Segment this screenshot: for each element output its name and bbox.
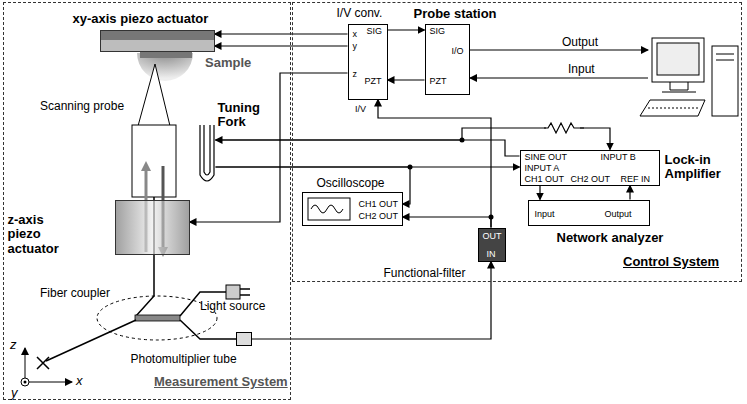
pc-drive (716, 54, 734, 60)
pc-monitor (652, 38, 704, 82)
port-label: IN (487, 249, 496, 260)
signal-wire (403, 217, 492, 228)
port-label: x (353, 29, 358, 40)
part-label: Probe station (414, 7, 497, 22)
system-region: Control System I/V conv. xy z SIG PZT Probe st… (292, 2, 742, 282)
part-label: Network analyzer (557, 231, 664, 246)
part-label: Fiber coupler (40, 287, 110, 301)
signal-wire (388, 29, 425, 30)
port-label: Output (605, 209, 632, 220)
signal-wire (629, 186, 630, 200)
junction-dot (489, 215, 494, 220)
junction-dot (460, 138, 465, 143)
part-label: Lock-in Amplifier (665, 153, 737, 183)
coupler-fused (135, 315, 180, 321)
part-label: xy-axis piezo actuator (73, 12, 209, 27)
oscilloscope-box: OscilloscopeCH1 OUTCH2 OUT (302, 192, 403, 226)
analyzer-box: InputOutputNetwork analyzer (528, 200, 650, 226)
port-label: y (353, 41, 358, 52)
axis-label: y (11, 386, 18, 401)
y-axis-dot (24, 381, 27, 384)
port-label: CH2 OUT (571, 174, 611, 185)
port-label: Input (535, 209, 555, 220)
part-label: Functional-filter (384, 267, 466, 281)
pc-tower (712, 46, 738, 116)
sample-halo (137, 53, 193, 81)
plug-prongs (240, 289, 250, 295)
part-label: Tuning Fork (218, 101, 264, 131)
axis-label: x (76, 374, 83, 389)
signal-wire (215, 45, 348, 46)
y-axis (21, 378, 29, 386)
port-label: REF IN (621, 174, 651, 185)
pc-keys (648, 108, 700, 109)
axis-label: z (10, 338, 17, 353)
signal-label: Input (568, 63, 595, 77)
fiber (46, 320, 136, 361)
pc-stand (662, 82, 696, 92)
port-label: PZT (430, 76, 447, 87)
port-label: z (353, 69, 358, 80)
part-label: Photomultiplier tube (131, 353, 237, 367)
port-label: SIG (367, 26, 383, 37)
tuning-fork: Tuning Fork (198, 125, 216, 187)
piezo-actuator: z-axis piezo actuator (115, 200, 190, 255)
photomultiplier-tube: Photomultiplier tube (236, 332, 252, 346)
port-label: CH1 OUT (525, 174, 565, 185)
pc-output-wire (470, 49, 648, 50)
pc-keyboard (640, 100, 705, 116)
port-label: OUT (483, 231, 502, 242)
port-label: I/O (452, 46, 464, 57)
x-axis (25, 382, 72, 383)
probe-body (132, 125, 176, 197)
signal-wire (539, 186, 540, 200)
part-label: z-axis piezo actuator (8, 213, 70, 258)
port-label: CH2 OUT (359, 211, 399, 222)
port-label: SIG (430, 26, 446, 37)
signal-wire (388, 79, 425, 80)
signal-label: Output (562, 36, 598, 50)
port-label: PZT (365, 76, 382, 87)
part-label: Control System (623, 255, 719, 270)
signal-wire (215, 33, 348, 34)
filter-box: OUTINFunctional-filter (478, 228, 506, 262)
oscilloscope-screen (303, 193, 355, 227)
probe-station-box: Probe stationSIGPZTI/O (425, 24, 470, 95)
tuning-fork-shape (198, 125, 216, 187)
signal-wire (216, 140, 520, 156)
part-label: Measurement System (154, 375, 288, 390)
resistor-symbol (544, 123, 584, 133)
lock-in-box: Lock-in AmplifierSINE OUTINPUT BINPUT AC… (520, 150, 660, 186)
pc-input-wire (470, 77, 648, 78)
sample-label: Sample (205, 56, 251, 71)
fiber-end-mark (37, 357, 49, 369)
z-axis (25, 348, 26, 382)
part-label: Light source (200, 300, 265, 314)
port-label: SINE OUT (525, 152, 568, 163)
part-label: I/V conv. (337, 7, 383, 21)
port-label: INPUT A (525, 163, 560, 174)
pc-screen (657, 43, 699, 75)
port-label: INPUT B (601, 152, 636, 163)
part-label: Scanning probe (40, 100, 124, 114)
light-source-plug (226, 285, 240, 299)
port-label: CH1 OUT (359, 199, 399, 210)
converter-box: I/V conv.xyzSIGPZT (348, 24, 388, 100)
coupler-outline (97, 296, 217, 340)
fiber (180, 320, 236, 339)
sample (140, 52, 192, 58)
signal-label: I/V (355, 104, 366, 114)
piezo-actuator: xy-axis piezo actuator (100, 30, 215, 52)
junction-dot (408, 165, 413, 170)
signal-wire (252, 262, 492, 340)
part-label: Oscilloscope (317, 177, 385, 191)
probe-tip (138, 64, 170, 126)
